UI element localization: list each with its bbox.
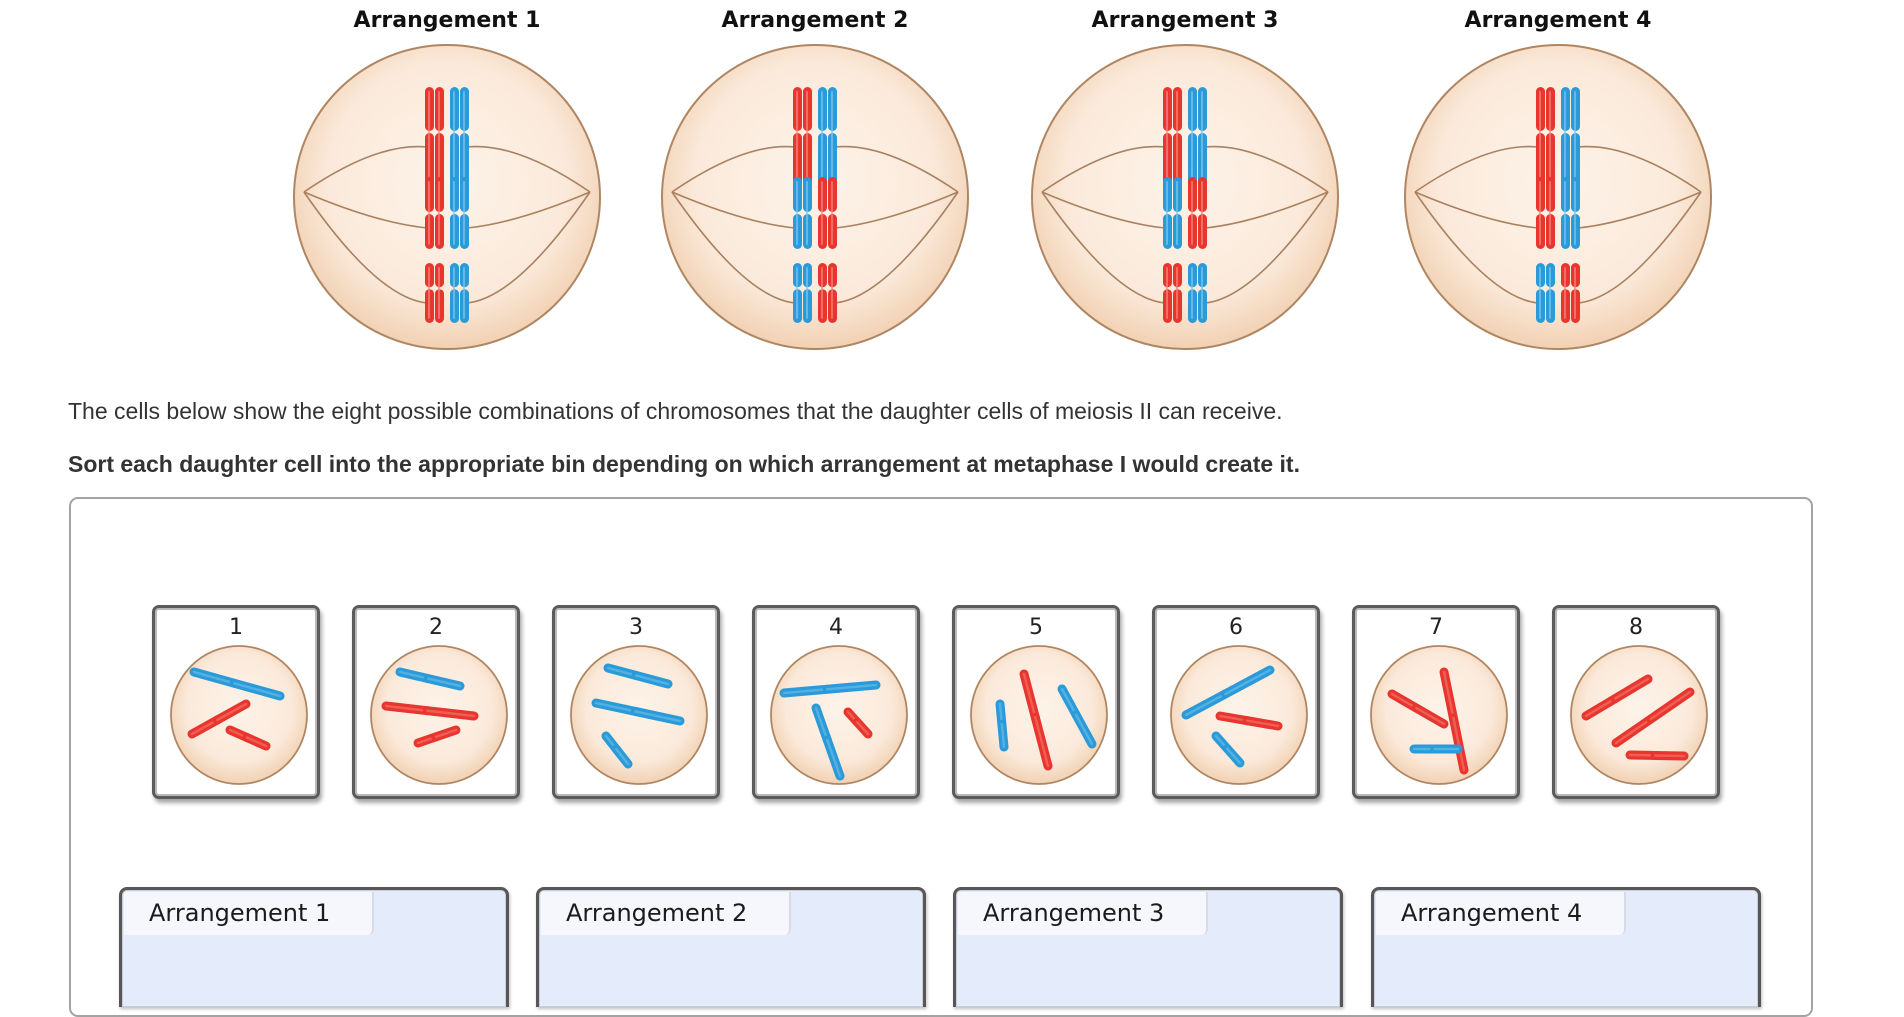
- bin-arrangement-4[interactable]: Arrangement 4: [1371, 887, 1761, 1007]
- daughter-cell: [1368, 642, 1510, 790]
- daughter-cell-card-7[interactable]: 7: [1352, 605, 1520, 799]
- card-number: 8: [1555, 616, 1717, 640]
- arrangement-title: Arrangement 1: [287, 8, 607, 33]
- instruction-text: The cells below show the eight possible …: [68, 398, 1283, 425]
- daughter-cell: [1568, 642, 1710, 790]
- bin-arrangement-1[interactable]: Arrangement 1: [119, 887, 509, 1007]
- daughter-cell: [768, 642, 910, 790]
- arrangement-1: Arrangement 1: [287, 0, 607, 360]
- bin-arrangement-2[interactable]: Arrangement 2: [536, 887, 926, 1007]
- card-number: 6: [1155, 616, 1317, 640]
- daughter-cell-card-2[interactable]: 2: [352, 605, 520, 799]
- metaphase-cell: [1025, 42, 1345, 358]
- card-number: 7: [1355, 616, 1517, 640]
- bin-label-tab: Arrangement 1: [124, 892, 374, 935]
- bin-label: Arrangement 2: [566, 899, 747, 927]
- metaphase-cell: [287, 42, 607, 358]
- daughter-cell-card-8[interactable]: 8: [1552, 605, 1720, 799]
- card-number: 1: [155, 616, 317, 640]
- bin-label: Arrangement 4: [1401, 899, 1582, 927]
- cell-membrane: [662, 45, 968, 349]
- daughter-cell: [168, 642, 310, 790]
- cell-membrane: [1405, 45, 1711, 349]
- arrangement-title: Arrangement 3: [1025, 8, 1345, 33]
- bin-label: Arrangement 3: [983, 899, 1164, 927]
- daughter-cell: [568, 642, 710, 790]
- bin-label-tab: Arrangement 4: [1376, 892, 1626, 935]
- daughter-cell-card-3[interactable]: 3: [552, 605, 720, 799]
- card-number: 4: [755, 616, 917, 640]
- bin-label: Arrangement 1: [149, 899, 330, 927]
- arrangement-4: Arrangement 4: [1398, 0, 1718, 360]
- blue-chromosome: [1000, 704, 1004, 747]
- cell-membrane: [1032, 45, 1338, 349]
- arrangement-3: Arrangement 3: [1025, 0, 1345, 360]
- card-number: 3: [555, 616, 717, 640]
- bin-arrangement-3[interactable]: Arrangement 3: [953, 887, 1343, 1007]
- cell-membrane: [294, 45, 600, 349]
- metaphase-cell: [1398, 42, 1718, 358]
- daughter-cell: [368, 642, 510, 790]
- daughter-cell: [1168, 642, 1310, 790]
- bin-label-tab: Arrangement 3: [958, 892, 1208, 935]
- daughter-cell-card-6[interactable]: 6: [1152, 605, 1320, 799]
- daughter-cell-card-1[interactable]: 1: [152, 605, 320, 799]
- arrangement-title: Arrangement 4: [1398, 8, 1718, 33]
- metaphase-cell: [655, 42, 975, 358]
- cell-membrane: [171, 646, 307, 784]
- cell-membrane: [1371, 646, 1507, 784]
- arrangement-2: Arrangement 2: [655, 0, 975, 360]
- bin-label-tab: Arrangement 2: [541, 892, 791, 935]
- card-number: 2: [355, 616, 517, 640]
- daughter-cell-card-5[interactable]: 5: [952, 605, 1120, 799]
- red-chromosome: [1630, 755, 1684, 756]
- card-number: 5: [955, 616, 1117, 640]
- metaphase-arrangements-figure: Arrangement 1 Arrangement 2 Arrangement …: [0, 0, 1904, 360]
- arrangement-title: Arrangement 2: [655, 8, 975, 33]
- task-instruction: Sort each daughter cell into the appropr…: [68, 451, 1300, 478]
- daughter-cell: [968, 642, 1110, 790]
- daughter-cell-card-4[interactable]: 4: [752, 605, 920, 799]
